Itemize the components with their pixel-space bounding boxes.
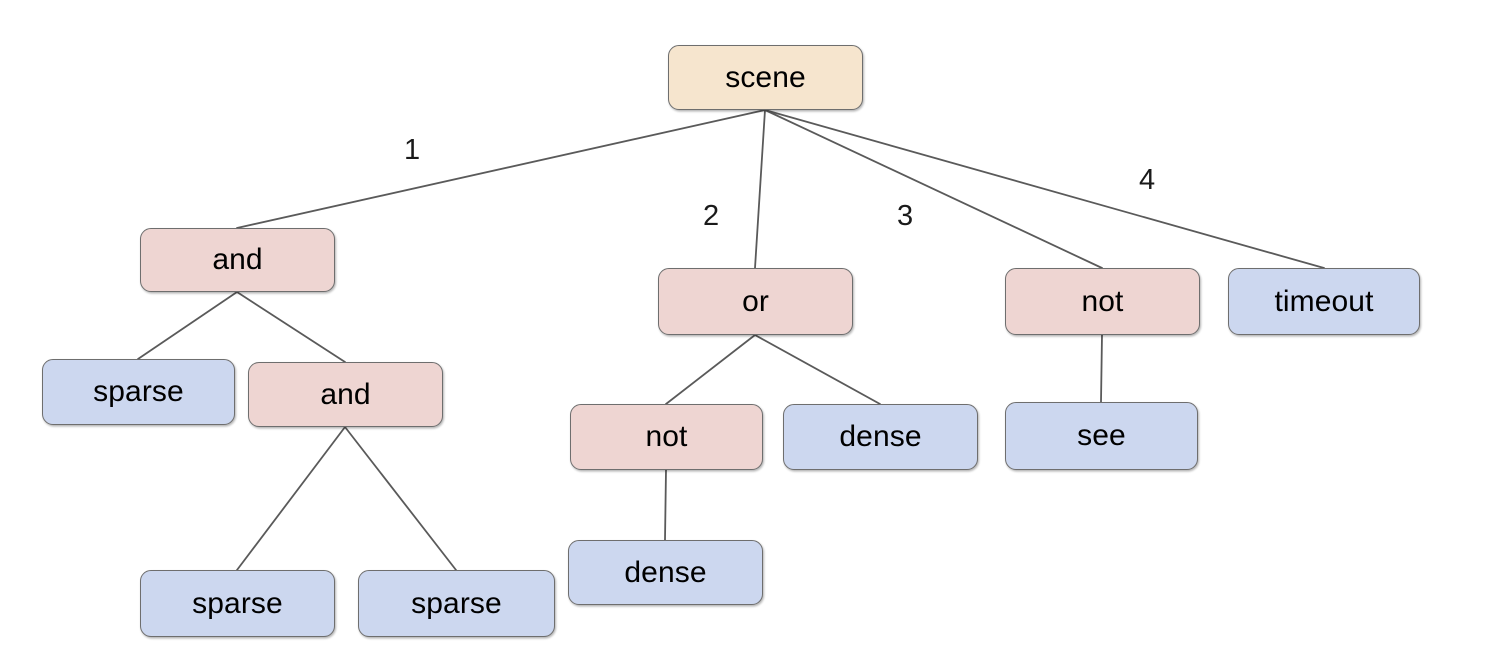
tree-edge-scene-to-or1: [754, 109, 766, 269]
edge-label-4: 4: [1139, 164, 1156, 196]
tree-edge-or1-to-not2: [665, 334, 756, 405]
tree-node-see1[interactable]: see: [1005, 402, 1198, 470]
tree-node-sparse1[interactable]: sparse: [42, 359, 235, 425]
tree-node-dense1[interactable]: dense: [783, 404, 978, 470]
tree-edge-and1-to-and2: [236, 291, 346, 363]
tree-edge-and2-to-sparse3: [344, 426, 457, 571]
tree-node-not1[interactable]: not: [1005, 268, 1200, 335]
tree-edge-or1-to-dense1: [754, 334, 881, 405]
tree-edge-not1-to-see1: [1100, 334, 1103, 403]
tree-node-or1[interactable]: or: [658, 268, 853, 335]
tree-node-not2[interactable]: not: [570, 404, 763, 470]
tree-edge-scene-to-not1: [764, 109, 1103, 269]
tree-edge-scene-to-and1: [236, 109, 766, 229]
tree-node-dense2[interactable]: dense: [568, 540, 763, 605]
tree-node-scene[interactable]: scene: [668, 45, 863, 110]
edge-label-3: 3: [897, 200, 914, 232]
tree-node-sparse3[interactable]: sparse: [358, 570, 555, 637]
tree-edge-and2-to-sparse2: [236, 426, 346, 571]
tree-edge-scene-to-timeout1: [764, 109, 1325, 269]
tree-node-and2[interactable]: and: [248, 362, 443, 427]
edge-label-1: 1: [404, 134, 421, 166]
tree-edge-not2-to-dense2: [664, 469, 667, 541]
tree-node-timeout1[interactable]: timeout: [1228, 268, 1420, 335]
edge-label-2: 2: [703, 200, 720, 232]
tree-edge-and1-to-sparse1: [137, 291, 238, 360]
tree-node-and1[interactable]: and: [140, 228, 335, 292]
tree-node-sparse2[interactable]: sparse: [140, 570, 335, 637]
